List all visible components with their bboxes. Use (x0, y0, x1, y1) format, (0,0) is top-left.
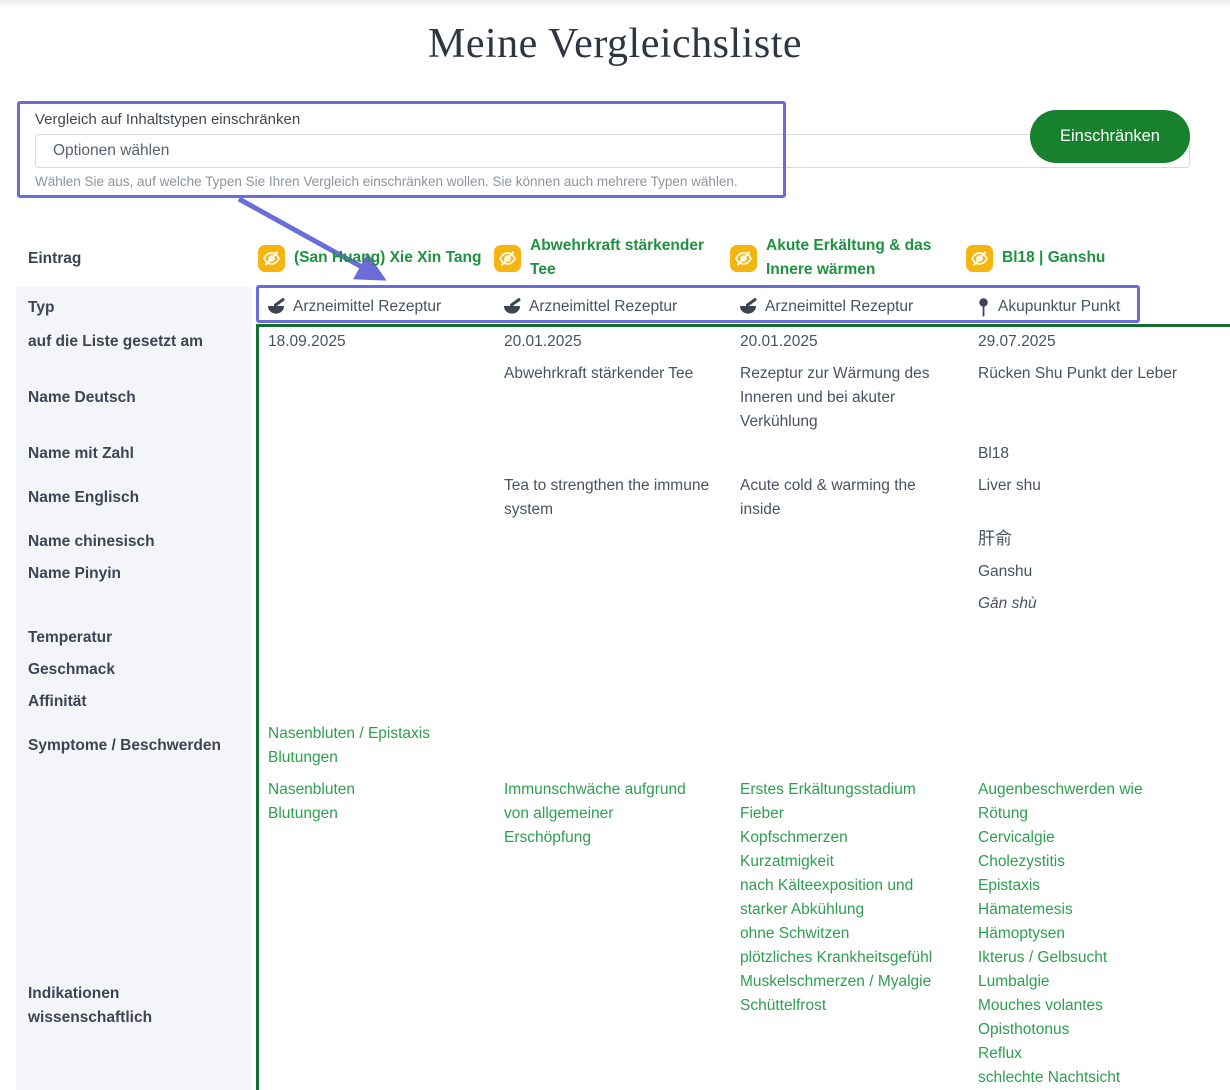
filter-help-text: Wählen Sie aus, auf welche Typen Sie Ihr… (35, 174, 738, 189)
eye-off-icon[interactable] (966, 244, 993, 272)
symptom-link[interactable]: Lumbalgie (978, 973, 1050, 990)
typ-cell: Arzneimittel Rezeptur (739, 295, 913, 319)
row-label-affinitaet: Affinität (28, 693, 87, 710)
row-label-temperatur: Temperatur (28, 629, 113, 646)
eye-off-glyph (734, 250, 753, 266)
symptom-link[interactable]: Nasenbluten (268, 781, 356, 798)
cell-added-date: 29.07.2025 (978, 333, 1056, 350)
symptom-link[interactable]: Blutungen (268, 749, 338, 766)
restrict-button[interactable]: Einschränken (1030, 110, 1190, 163)
cell-name-de: Rezeptur zur Wärmung des Inneren und bei… (740, 365, 930, 430)
eye-off-icon[interactable] (258, 244, 285, 272)
filter-label: Vergleich auf Inhaltstypen einschränken (35, 111, 301, 128)
cell-name-cn: 肝俞 (978, 529, 1012, 548)
symptom-link[interactable]: schlechte Nachtsicht (978, 1069, 1121, 1086)
eye-off-glyph (498, 250, 517, 266)
table-corner-header: Eintrag (28, 250, 82, 267)
eye-off-icon[interactable] (730, 244, 757, 272)
symptom-link[interactable]: Schüttelfrost (740, 997, 827, 1014)
mortar-icon (268, 298, 285, 314)
symptom-list: Nasenbluten / Epistaxis Blutungen (268, 722, 483, 770)
cell-added-date: 20.01.2025 (504, 333, 582, 350)
symptom-link[interactable]: Reflux (978, 1045, 1022, 1062)
page-title: Meine Vergleichsliste (427, 21, 803, 67)
symptom-link[interactable]: Kurzatmigkeit (740, 853, 834, 870)
table-vertical-border (256, 324, 259, 1090)
cell-pinyin-tones: Gān shù (978, 595, 1037, 612)
cell-name-en: Acute cold & warming the inside (740, 477, 916, 518)
symptom-list: Augenbeschwerden wie Rötung Cervicalgie … (978, 778, 1193, 1090)
cell-name-de: Rücken Shu Punkt der Leber (978, 365, 1178, 382)
cell-added-date: 18.09.2025 (268, 333, 346, 350)
symptom-list: Erstes Erkältungsstadium Fieber Kopfschm… (740, 778, 960, 1018)
symptom-list: Nasenbluten Blutungen (268, 778, 483, 826)
symptom-link[interactable]: Fieber (740, 805, 784, 822)
symptom-link[interactable]: Mouches volantes (978, 997, 1103, 1014)
symptom-link[interactable]: Augenbeschwerden wie Rötung (978, 781, 1143, 822)
symptom-link[interactable]: Hämoptysen (978, 925, 1066, 942)
mortar-icon (740, 298, 757, 314)
symptom-link[interactable]: nach Kälteexposition und starker Abkühlu… (740, 877, 914, 918)
symptom-link[interactable]: Blutungen (268, 805, 338, 822)
row-label-name-en: Name Englisch (28, 489, 140, 506)
typ-cell: Arzneimittel Rezeptur (503, 295, 677, 319)
row-label-symptome: Symptome / Beschwerden (28, 737, 221, 754)
symptom-link[interactable]: Immunschwäche aufgrund von allgemeiner E… (504, 781, 686, 846)
cell-name-de: Abwehrkraft stärkender Tee (504, 365, 694, 382)
symptom-link[interactable]: Muskelschmerzen / Myalgie (740, 973, 932, 990)
row-label-name-de: Name Deutsch (28, 389, 136, 406)
column-title[interactable]: (San Huang) Xie Xin Tang (294, 249, 482, 266)
cell-pinyin-name: Ganshu (978, 563, 1033, 580)
top-gradient-divider (0, 0, 1230, 7)
row-label-name-cn: Name chinesisch (28, 533, 155, 550)
cell-name-zahl: Bl18 (978, 445, 1010, 462)
symptom-link[interactable]: Opisthotonus (978, 1021, 1070, 1038)
row-label-geschmack: Geschmack (28, 661, 116, 678)
typ-value: Arzneimittel Rezeptur (293, 298, 442, 315)
symptom-link[interactable]: Epistaxis (978, 877, 1041, 894)
column-header: Abwehrkraft stärkender Tee (494, 232, 730, 284)
column-header: Akute Erkältung & das Innere wärmen (730, 232, 966, 284)
column-title[interactable]: Akute Erkältung & das Innere wärmen (766, 237, 932, 278)
column-title[interactable]: Abwehrkraft stärkender Tee (530, 237, 705, 278)
column-header: (San Huang) Xie Xin Tang (258, 232, 494, 284)
eye-off-glyph (262, 250, 281, 266)
mortar-icon (504, 298, 521, 314)
row-label-pinyin: Name Pinyin (28, 565, 122, 582)
row-label-typ: Typ (28, 299, 55, 316)
pin-icon (979, 297, 988, 316)
cell-added-date: 20.01.2025 (740, 333, 818, 350)
row-label-name-zahl: Name mit Zahl (28, 445, 134, 462)
symptom-link[interactable]: Nasenbluten / Epistaxis (268, 725, 430, 742)
symptom-link[interactable]: Cholezystitis (978, 853, 1065, 870)
symptom-link[interactable]: Cervicalgie (978, 829, 1055, 846)
typ-value: Akupunktur Punkt (998, 298, 1121, 315)
eye-off-icon[interactable] (494, 244, 521, 272)
content-type-select-input[interactable] (35, 134, 1190, 168)
typ-cell: Akupunktur Punkt (977, 295, 1120, 319)
annotation-arrow (237, 196, 387, 281)
cell-name-en: Tea to strengthen the immune system (504, 477, 710, 518)
row-label-column-background (16, 287, 252, 1090)
eye-off-glyph (970, 250, 989, 266)
typ-value: Arzneimittel Rezeptur (765, 298, 914, 315)
symptom-link[interactable]: Erstes Erkältungsstadium (740, 781, 916, 798)
row-label-added: auf die Liste gesetzt am (28, 333, 203, 350)
table-horizontal-border (256, 324, 1230, 327)
cell-name-en: Liver shu (978, 477, 1041, 494)
column-title[interactable]: Bl18 | Ganshu (1002, 249, 1106, 266)
column-header: Bl18 | Ganshu (966, 232, 1202, 284)
typ-cell: Arzneimittel Rezeptur (267, 295, 441, 319)
symptom-link[interactable]: Ikterus / Gelbsucht (978, 949, 1108, 966)
symptom-link[interactable]: Kopfschmerzen (740, 829, 848, 846)
typ-value: Arzneimittel Rezeptur (529, 298, 678, 315)
row-label-indikationen: Indikationen wissenschaftlich (28, 985, 153, 1026)
symptom-link[interactable]: plötzliches Krankheitsgefühl (740, 949, 933, 966)
symptom-link[interactable]: ohne Schwitzen (740, 925, 850, 942)
symptom-link[interactable]: Hämatemesis (978, 901, 1073, 918)
